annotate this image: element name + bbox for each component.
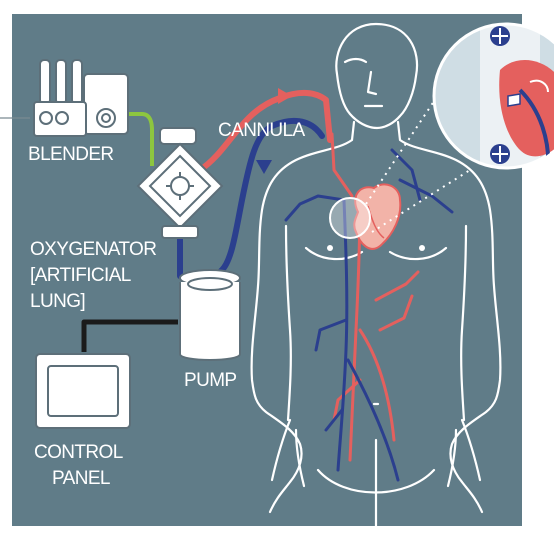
human-figure — [250, 22, 502, 528]
magnifier-inset — [432, 22, 554, 170]
face-nose — [366, 70, 378, 96]
vein-leg-right — [346, 358, 400, 482]
hand-left — [270, 418, 306, 488]
magnifier-dotted-line-top — [365, 85, 445, 205]
pump-device — [179, 269, 241, 361]
face-eye-line — [343, 57, 368, 64]
blender-device — [33, 59, 129, 137]
vein-lower-branch — [314, 318, 348, 352]
flow-arrow-red — [278, 88, 292, 104]
head-outline — [335, 22, 419, 130]
hand-right — [446, 418, 482, 488]
magnifier-dotted-line-bottom — [371, 169, 471, 233]
control-panel-device — [35, 353, 131, 429]
label-blender: BLENDER — [28, 144, 114, 165]
left-arm-inner — [284, 224, 292, 422]
flow-arrow-blue — [256, 160, 272, 174]
heart-icon — [353, 183, 402, 250]
label-pump: PUMP — [184, 370, 237, 391]
artery-branch-2 — [378, 294, 414, 332]
label-cannula: CANNULA — [218, 120, 306, 141]
oxygenator-device — [136, 127, 224, 239]
label-control-panel-line1: CONTROL — [34, 442, 123, 463]
vein-lower-left — [324, 408, 344, 432]
blood-vessels — [284, 132, 454, 482]
nipple-right — [419, 245, 425, 251]
artery-branch-3 — [332, 378, 362, 422]
label-oxygenator-line2: [ARTIFICIAL — [30, 265, 131, 286]
chest-line-left — [304, 246, 364, 261]
label-oxygenator-line1: OXYGENATOR — [30, 239, 156, 260]
artery-neck — [330, 132, 354, 198]
vein-right-arm — [398, 178, 454, 214]
artery-leg-right — [358, 328, 396, 442]
artery-branch-1 — [374, 270, 420, 302]
right-arm-inner — [460, 224, 468, 422]
gas-supply-line — [126, 112, 154, 166]
vena-cava — [336, 198, 349, 472]
magnifier-source-circle — [329, 197, 371, 239]
vein-left-arm — [284, 194, 346, 222]
chest-line-right — [388, 246, 448, 261]
control-cable — [81, 319, 178, 352]
nipple-left — [327, 245, 333, 251]
label-control-panel-line2: PANEL — [52, 468, 110, 489]
label-oxygenator-line3: LUNG] — [30, 291, 85, 312]
